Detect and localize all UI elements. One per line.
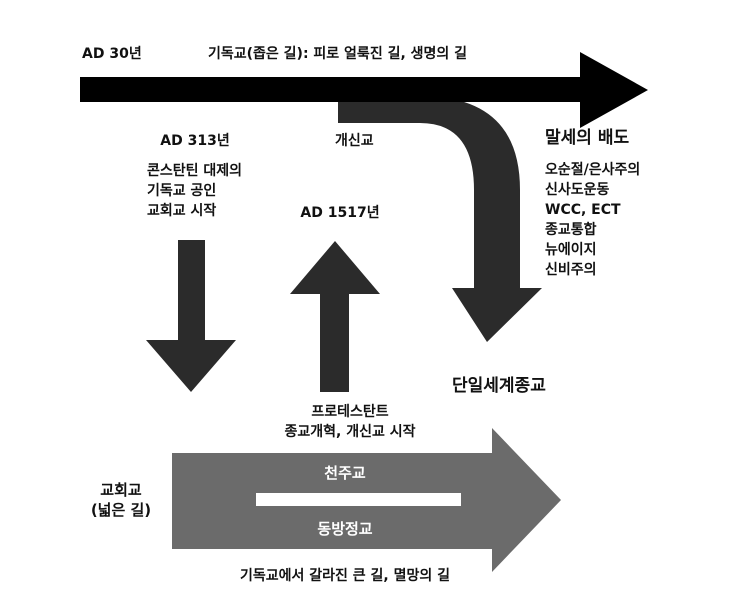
list-item: WCC, ECT bbox=[545, 202, 621, 218]
church-religion-label: 교회교 (넓은 길) bbox=[75, 480, 167, 520]
list-item: 신비주의 bbox=[545, 262, 597, 278]
last-days-list: 오순절/은사주의 신사도운동 WCC, ECT 종교통합 뉴에이지 신비주의 bbox=[545, 160, 640, 280]
narrow-way-title: 기독교(좁은 길): 피로 얼룩진 길, 생명의 길 bbox=[208, 46, 468, 62]
church-religion-line: 교회교 bbox=[100, 481, 142, 499]
up-arrow-reformation bbox=[290, 241, 380, 392]
list-item: 종교통합 bbox=[545, 222, 597, 238]
constantine-year: AD 313년 bbox=[160, 133, 230, 149]
church-religion-line: (넓은 길) bbox=[90, 501, 152, 519]
constantine-line: 교회교 시작 bbox=[147, 203, 217, 219]
reformation-line: 프로테스탄트 bbox=[311, 404, 389, 420]
broad-way-divider bbox=[256, 493, 461, 506]
list-item: 오순절/은사주의 bbox=[545, 162, 641, 178]
constantine-line: 콘스탄틴 대제의 bbox=[147, 163, 243, 179]
constantine-line: 기독교 공인 bbox=[147, 183, 217, 199]
broad-way-caption: 기독교에서 갈라진 큰 길, 멸망의 길 bbox=[239, 568, 450, 584]
reformation-description: 프로테스탄트 종교개혁, 개신교 시작 bbox=[250, 402, 450, 442]
list-item: 신사도운동 bbox=[545, 182, 610, 198]
reformation-line: 종교개혁, 개신교 시작 bbox=[284, 424, 416, 440]
down-arrow-constantine bbox=[146, 240, 236, 392]
last-days-title: 말세의 배도 bbox=[545, 128, 630, 148]
constantine-description: 콘스탄틴 대제의 기독교 공인 교회교 시작 bbox=[147, 161, 242, 221]
protestant-label: 개신교 bbox=[335, 133, 374, 149]
protestant-branch-arrow bbox=[338, 96, 542, 342]
narrow-way-arrow bbox=[80, 52, 648, 128]
list-item: 뉴에이지 bbox=[545, 242, 597, 258]
one-world-religion-label: 단일세계종교 bbox=[452, 376, 546, 396]
catholic-label: 천주교 bbox=[324, 464, 366, 482]
narrow-way-year: AD 30년 bbox=[82, 46, 142, 62]
orthodox-label: 동방정교 bbox=[317, 520, 373, 538]
reformation-year: AD 1517년 bbox=[300, 205, 380, 221]
